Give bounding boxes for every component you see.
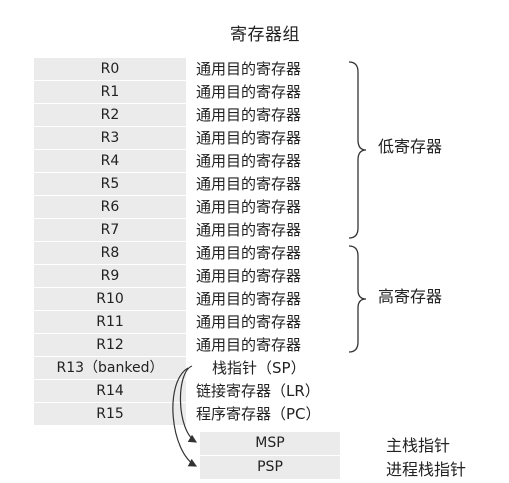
register-desc-r2: 通用目的寄存器 [196, 106, 302, 124]
register-desc-r15: 程序寄存器（PC） [196, 405, 321, 423]
msp-box: MSP [200, 432, 340, 455]
register-r3: R3 [34, 127, 186, 150]
register-r14: R14 [34, 380, 186, 403]
low-registers-label: 低寄存器 [378, 137, 443, 156]
register-r2: R2 [34, 104, 186, 127]
register-desc-r4: 通用目的寄存器 [196, 152, 302, 170]
register-desc-r12: 通用目的寄存器 [196, 336, 302, 354]
register-r15: R15 [34, 403, 186, 426]
register-desc-r7: 通用目的寄存器 [196, 221, 302, 239]
register-r9: R9 [34, 265, 186, 288]
register-r12: R12 [34, 334, 186, 357]
register-r11: R11 [34, 311, 186, 334]
low-registers-brace [348, 61, 367, 239]
register-desc-r11: 通用目的寄存器 [196, 313, 302, 331]
msp-label: 主栈指针 [386, 436, 451, 455]
register-desc-r13: 栈指针（SP） [212, 359, 306, 377]
register-r13: R13（banked） [34, 357, 186, 380]
register-r6: R6 [34, 196, 186, 219]
register-r10: R10 [34, 288, 186, 311]
register-desc-r8: 通用目的寄存器 [196, 244, 302, 262]
register-r1: R1 [34, 81, 186, 104]
register-r5: R5 [34, 173, 186, 196]
register-r0: R0 [34, 58, 186, 81]
high-registers-label: 高寄存器 [378, 287, 443, 306]
register-desc-r14: 链接寄存器（LR） [196, 382, 320, 400]
register-desc-r6: 通用目的寄存器 [196, 198, 302, 216]
register-desc-r5: 通用目的寄存器 [196, 175, 302, 193]
register-r7: R7 [34, 219, 186, 242]
register-desc-r3: 通用目的寄存器 [196, 129, 302, 147]
diagram-title: 寄存器组 [230, 25, 300, 45]
register-descriptions: 通用目的寄存器 通用目的寄存器 通用目的寄存器 通用目的寄存器 通用目的寄存器 … [196, 58, 346, 426]
register-desc-r10: 通用目的寄存器 [196, 290, 302, 308]
register-r4: R4 [34, 150, 186, 173]
register-r8: R8 [34, 242, 186, 265]
register-list: R0 R1 R2 R3 R4 R5 R6 R7 R8 R9 R10 R11 R1… [34, 58, 186, 426]
psp-box: PSP [200, 456, 340, 479]
register-desc-r1: 通用目的寄存器 [196, 83, 302, 101]
register-desc-r0: 通用目的寄存器 [196, 60, 302, 78]
register-desc-r9: 通用目的寄存器 [196, 267, 302, 285]
psp-label: 进程栈指针 [386, 460, 467, 479]
high-registers-brace [348, 245, 367, 353]
